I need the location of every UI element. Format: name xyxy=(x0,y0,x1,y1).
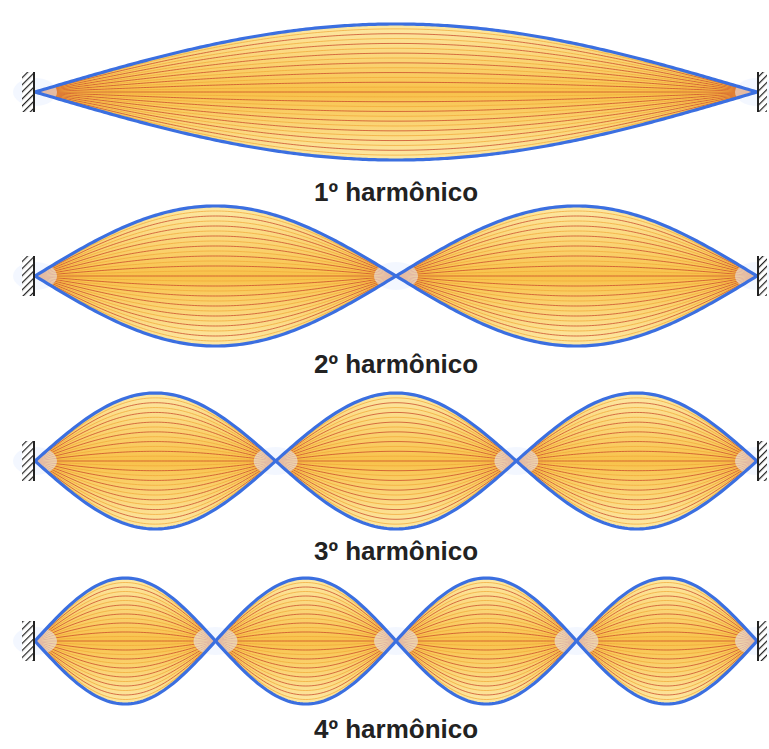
string-position xyxy=(35,427,757,495)
harmonic-wave xyxy=(13,206,769,346)
fixed-support xyxy=(22,441,34,481)
harmonic-label: 1º harmônico xyxy=(310,177,482,207)
string-position xyxy=(35,417,757,504)
string-position xyxy=(35,398,757,524)
string-position xyxy=(35,408,757,515)
wave-envelope xyxy=(35,393,757,529)
string-position xyxy=(35,437,757,486)
string-position xyxy=(35,92,757,107)
string-position xyxy=(35,82,757,92)
fixed-support xyxy=(22,256,34,296)
string-position xyxy=(35,427,757,495)
string-position xyxy=(35,437,757,486)
fixed-support xyxy=(757,621,759,661)
string-position xyxy=(35,92,757,150)
string-position xyxy=(35,422,757,500)
string-position xyxy=(35,432,757,490)
string-position xyxy=(35,77,757,92)
fixed-support xyxy=(758,72,767,112)
wave-envelope xyxy=(35,393,757,529)
fixed-support xyxy=(33,72,35,112)
string-position xyxy=(35,417,757,504)
string-position xyxy=(35,412,757,509)
wave-fill xyxy=(35,206,757,346)
fixed-support xyxy=(33,621,35,661)
fixed-support xyxy=(33,256,35,296)
fixed-support xyxy=(757,256,759,296)
string-position xyxy=(35,92,757,93)
string-position xyxy=(35,451,757,470)
string-position xyxy=(35,422,757,500)
wave-envelope xyxy=(35,24,757,92)
fixed-support xyxy=(757,441,759,481)
string-position xyxy=(35,92,757,116)
harmonic-wave xyxy=(13,578,769,704)
wave-fill xyxy=(35,24,757,160)
wave-fill xyxy=(35,578,757,704)
string-position xyxy=(35,92,757,136)
harmonic-wave xyxy=(13,393,769,529)
string-position xyxy=(35,92,757,102)
fixed-support xyxy=(758,621,767,661)
wave-envelope xyxy=(35,92,757,160)
string-position xyxy=(35,446,757,475)
string-position xyxy=(35,92,757,141)
string-position xyxy=(35,403,757,520)
wave-envelope xyxy=(35,578,757,704)
fixed-support xyxy=(758,441,767,481)
fixed-support xyxy=(22,621,34,661)
string-position xyxy=(35,73,757,92)
string-position xyxy=(35,432,757,490)
string-position xyxy=(35,92,757,121)
string-position xyxy=(35,446,757,475)
string-position xyxy=(35,92,757,126)
string-position xyxy=(35,68,757,92)
string-position xyxy=(35,456,757,466)
string-position xyxy=(35,92,757,97)
string-position xyxy=(35,456,757,466)
string-position xyxy=(35,92,757,145)
string-position xyxy=(35,442,757,481)
string-position xyxy=(35,461,757,462)
harmonic-wave xyxy=(13,24,769,160)
wave-envelope xyxy=(35,206,757,346)
string-position xyxy=(35,403,757,520)
fixed-support xyxy=(33,441,35,481)
wave-envelope xyxy=(35,206,757,346)
string-position xyxy=(35,442,757,481)
wave-envelope xyxy=(35,578,757,704)
string-position xyxy=(35,451,757,470)
fixed-support xyxy=(757,72,759,112)
string-position xyxy=(35,412,757,509)
wave-fill xyxy=(35,393,757,529)
string-position xyxy=(35,92,757,131)
string-position xyxy=(35,408,757,515)
fixed-support xyxy=(758,256,767,296)
string-position xyxy=(35,398,757,524)
harmonic-label: 3º harmônico xyxy=(310,536,482,566)
harmonic-label: 4º harmônico xyxy=(310,714,482,744)
harmonic-label: 2º harmônico xyxy=(310,349,482,379)
fixed-support xyxy=(22,72,34,112)
string-position xyxy=(35,92,757,111)
